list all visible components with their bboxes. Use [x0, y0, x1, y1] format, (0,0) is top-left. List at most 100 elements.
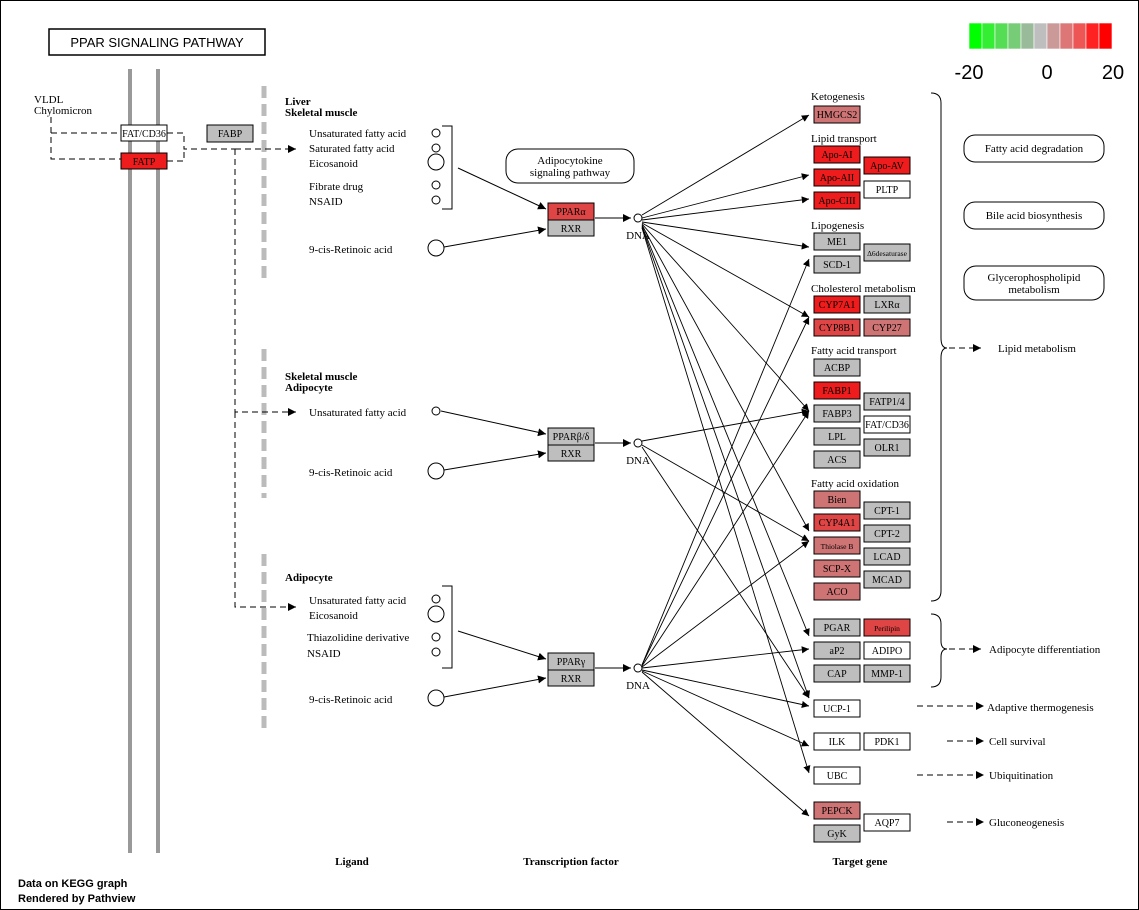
ppar-alpha-label: PPARα	[556, 207, 586, 218]
bile-acid-link[interactable]: Bile acid biosynthesis	[963, 201, 1105, 230]
fatcd36-transporter[interactable]: FAT/CD36	[120, 124, 168, 142]
gene-box-aqp7[interactable]: AQP7	[863, 813, 911, 832]
rxr-label: RXR	[561, 224, 582, 235]
color-key-swatch	[1072, 22, 1087, 50]
gene-box-lcad[interactable]: LCAD	[863, 547, 911, 566]
gene-box-mcad[interactable]: MCAD	[863, 570, 911, 589]
color-key-swatch	[994, 22, 1009, 50]
ligand-circles-adipocyte	[427, 594, 445, 707]
gene-label-mcad: MCAD	[872, 575, 902, 586]
gene-box-pdk1[interactable]: PDK1	[863, 732, 911, 751]
ligand-to-tf-arrows	[440, 167, 547, 698]
fabp-box-label: FABP	[218, 129, 243, 140]
gene-box-cyp8b1[interactable]: CYP8B1	[813, 318, 861, 337]
gene-box-adipo[interactable]: ADIPO	[863, 641, 911, 660]
gene-box-fabp3[interactable]: FABP3	[813, 404, 861, 423]
gene-box-cap[interactable]: CAP	[813, 664, 861, 683]
gene-box-scd1[interactable]: SCD-1	[813, 255, 861, 274]
gene-box-cyp27[interactable]: CYP27	[863, 318, 911, 337]
title-box: PPAR SIGNALING PATHWAY	[48, 28, 266, 56]
gene-box-gyk[interactable]: GyK	[813, 824, 861, 843]
ppar-alpha-box[interactable]: PPARα	[547, 202, 595, 221]
vldl-label: VLDL	[34, 94, 64, 106]
rxr-box-gamma[interactable]: RXR	[547, 669, 595, 687]
adipocyte-diff-brace	[930, 613, 948, 688]
gene-box-cpt1[interactable]: CPT-1	[863, 501, 911, 520]
gene-box-ap2[interactable]: aP2	[813, 641, 861, 660]
gene-label-cyp7a1: CYP7A1	[819, 300, 856, 311]
gene-box-thiolaseb[interactable]: Thiolase B	[813, 536, 861, 555]
gene-label-acs: ACS	[827, 455, 846, 466]
gene-box-lpl[interactable]: LPL	[813, 427, 861, 446]
gene-box-perilipin[interactable]: Perilipin	[863, 618, 911, 637]
gene-label-bien: Bien	[828, 495, 847, 506]
group-label-cholesterol: Cholesterol metabolism	[811, 283, 916, 295]
gene-box-pepck[interactable]: PEPCK	[813, 801, 861, 820]
gene-box-acs[interactable]: ACS	[813, 450, 861, 469]
ligand-list-skeletal: Unsaturated fatty acid 9-cis-Retinoic ac…	[309, 407, 407, 479]
rxr-label: RXR	[561, 449, 582, 460]
gene-box-mmp1[interactable]: MMP-1	[863, 664, 911, 683]
gene-box-acbp[interactable]: ACBP	[813, 358, 861, 377]
tf-to-dna-arrows	[595, 214, 631, 672]
gene-label-scd1: SCD-1	[823, 260, 851, 271]
lipid-metabolism-brace	[930, 92, 948, 602]
gene-box-olr1[interactable]: OLR1	[863, 438, 911, 457]
gene-box-fatp14[interactable]: FATP1/4	[863, 392, 911, 411]
gene-box-d6desat[interactable]: Δ6desaturase	[863, 243, 911, 262]
gene-box-cpt2[interactable]: CPT-2	[863, 524, 911, 543]
target-group-labels: Ketogenesis Lipid transport Lipogenesis …	[811, 91, 916, 490]
gene-box-hmgcs2[interactable]: HMGCS2	[813, 105, 861, 124]
color-key-min-label: -20	[955, 62, 984, 84]
ligand-circles-liver	[427, 128, 445, 257]
gene-box-scpx[interactable]: SCP-X	[813, 559, 861, 578]
rxr-box-beta[interactable]: RXR	[547, 444, 595, 462]
gene-box-pltp[interactable]: PLTP	[863, 180, 911, 199]
gene-box-cyp4a1[interactable]: CYP4A1	[813, 513, 861, 532]
gene-box-lxra[interactable]: LXRα	[863, 295, 911, 314]
adipocytokine-pathway-link[interactable]: Adipocytokine signaling pathway	[505, 148, 635, 184]
gene-box-fabp1[interactable]: FABP1	[813, 381, 861, 400]
gene-box-apo_c3[interactable]: Apo-CIII	[813, 191, 861, 210]
gene-label-perilipin: Perilipin	[874, 624, 900, 633]
fatp-transporter[interactable]: FATP	[120, 152, 168, 170]
gene-box-bien[interactable]: Bien	[813, 490, 861, 509]
fa-degradation-link[interactable]: Fatty acid degradation	[963, 134, 1105, 163]
gene-label-adipo: ADIPO	[872, 646, 903, 657]
ligand-item: NSAID	[309, 196, 343, 208]
gene-box-me1[interactable]: ME1	[813, 232, 861, 251]
gene-box-fatcd36[interactable]: FAT/CD36	[863, 415, 911, 434]
ligand-item: Fibrate drug	[309, 181, 364, 193]
ligand-list-liver: Unsaturated fatty acid Saturated fatty a…	[309, 128, 407, 256]
glycerophospholipid-link[interactable]: Glycerophospholipid metabolism	[963, 265, 1105, 301]
ppar-gamma-box[interactable]: PPARγ	[547, 652, 595, 671]
group-label-lipid-transport: Lipid transport	[811, 133, 877, 145]
gluconeogenesis-label: Gluconeogenesis	[989, 817, 1064, 829]
gene-box-ucp1[interactable]: UCP-1	[813, 699, 861, 718]
footer-line2: Rendered by Pathview	[18, 893, 136, 905]
gene-label-apo_a1: Apo-AI	[821, 150, 852, 161]
glycerophospholipid-line2: metabolism	[1008, 284, 1060, 296]
color-key-legend	[968, 22, 1113, 50]
gene-box-pgar[interactable]: PGAR	[813, 618, 861, 637]
gene-label-cap: CAP	[827, 669, 847, 680]
gene-box-aco[interactable]: ACO	[813, 582, 861, 601]
ligand-item: Thiazolidine derivative	[307, 632, 409, 644]
color-key-swatch	[1007, 22, 1022, 50]
gene-label-mmp1: MMP-1	[871, 669, 903, 680]
fatcd36-transporter-label: FAT/CD36	[122, 129, 166, 140]
gene-label-cpt1: CPT-1	[874, 506, 900, 517]
color-key-swatch	[1033, 22, 1048, 50]
ligand-item: Saturated fatty acid	[309, 143, 395, 155]
rxr-box-alpha[interactable]: RXR	[547, 219, 595, 237]
gene-box-apo_a1[interactable]: Apo-AI	[813, 145, 861, 164]
gene-box-ubc[interactable]: UBC	[813, 766, 861, 785]
gene-box-apo_a2[interactable]: Apo-AII	[813, 168, 861, 187]
fabp-box[interactable]: FABP	[206, 124, 254, 143]
gene-box-apo_av[interactable]: Apo-AV	[863, 156, 911, 175]
ppar-beta-box[interactable]: PPARβ/δ	[547, 427, 595, 446]
ppar-beta-label: PPARβ/δ	[553, 432, 590, 443]
gene-box-ilk[interactable]: ILK	[813, 732, 861, 751]
ligand-item: 9-cis-Retinoic acid	[309, 467, 393, 479]
gene-box-cyp7a1[interactable]: CYP7A1	[813, 295, 861, 314]
